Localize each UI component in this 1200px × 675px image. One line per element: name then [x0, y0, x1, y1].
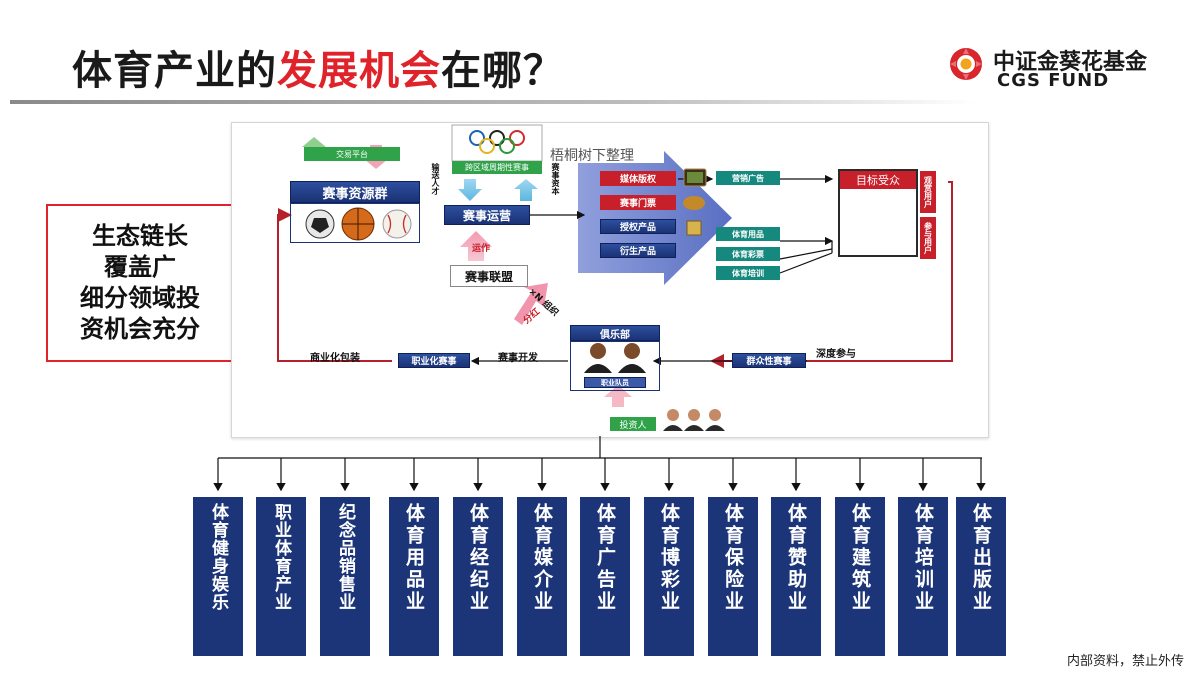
target-audience-box: 目标受众 — [840, 171, 916, 189]
sports-lottery-box: 体育彩票 — [716, 247, 780, 261]
transfer-talent-label: 输送人才 — [431, 163, 440, 195]
trading-platform-label: 交易平台 — [304, 147, 400, 161]
investor-label: 投资人 — [610, 417, 656, 431]
event-capital-label: 赛事资本 — [551, 163, 560, 195]
industry-box: 体育经纪业 — [453, 497, 503, 656]
club-frame — [570, 341, 660, 391]
media-rights-box: 媒体版权 — [600, 171, 676, 186]
title-highlight: 发展机会 — [277, 48, 441, 94]
industry-box: 体育健身娱乐 — [193, 497, 243, 656]
title-divider — [10, 100, 975, 104]
confidential-note: 内部资料，禁止外传 — [1066, 654, 1184, 669]
callout-line: 资机会充分 — [80, 315, 200, 343]
industry-box: 体育用品业 — [389, 497, 439, 656]
highlights-callout: 生态链长 覆盖广 细分领域投 资机会充分 — [46, 204, 234, 362]
industry-box: 体育建筑业 — [835, 497, 885, 656]
industry-box: 体育赞助业 — [771, 497, 821, 656]
derivative-products-box: 衍生产品 — [600, 243, 676, 258]
logo-english-name: CGS FUND — [997, 70, 1110, 91]
industry-box: 体育博彩业 — [644, 497, 694, 656]
ecosystem-diagram: 梧桐树下整理 交易平台 赛事资源群 输送人才 跨区域周期性赛事 赛事资本 赛事运… — [231, 122, 989, 438]
event-development-label: 赛事开发 — [498, 353, 538, 364]
operate-label: 运作 — [472, 244, 491, 254]
watermark-text: 梧桐树下整理 — [550, 148, 634, 164]
cross-event-label: 跨区域周期性赛事 — [452, 161, 542, 174]
callout-line: 生态链长 — [92, 222, 188, 250]
callout-line: 覆盖广 — [104, 253, 176, 281]
industry-box: 体育广告业 — [580, 497, 630, 656]
club-box: 俱乐部 — [570, 325, 660, 341]
commercial-packaging-label: 商业化包装 — [310, 353, 360, 364]
event-resources-frame — [290, 203, 420, 243]
marketing-ads-box: 营销广告 — [716, 171, 780, 185]
industry-box: 体育保险业 — [708, 497, 758, 656]
logo-chinese-name: 中证金葵花基金 — [993, 50, 1148, 75]
industry-box: 体育出版业 — [956, 497, 1006, 656]
industry-box: 职业体育产业 — [256, 497, 306, 656]
title-part1: 体育产业的 — [72, 48, 277, 94]
page-title: 体育产业的发展机会在哪？ — [72, 38, 564, 96]
event-league-box: 赛事联盟 — [450, 265, 528, 287]
pro-team-label: 职业队员 — [584, 377, 646, 388]
mass-events-box: 群众性赛事 — [732, 353, 806, 368]
industry-tree-connectors — [213, 436, 986, 492]
sunflower-logo-icon — [950, 48, 982, 80]
industry-box: 体育媒介业 — [517, 497, 567, 656]
licensed-products-box: 授权产品 — [600, 219, 676, 234]
deep-participation-label: 深度参与 — [816, 349, 856, 360]
event-resources-box: 赛事资源群 — [290, 181, 420, 203]
callout-line: 细分领域投 — [80, 284, 200, 312]
industry-box: 体育培训业 — [898, 497, 948, 656]
event-tickets-box: 赛事门票 — [600, 195, 676, 210]
sports-goods-box: 体育用品 — [716, 227, 780, 241]
event-operation-box: 赛事运营 — [444, 205, 530, 225]
title-part2: 在哪？ — [441, 48, 564, 94]
viewer-users-box: 观赏用户 — [920, 171, 936, 213]
participant-users-box: 参与用户 — [920, 217, 936, 259]
industry-box: 纪念品销售业 — [320, 497, 370, 656]
sports-training-box: 体育培训 — [716, 266, 780, 280]
pro-events-box: 职业化赛事 — [398, 353, 470, 368]
